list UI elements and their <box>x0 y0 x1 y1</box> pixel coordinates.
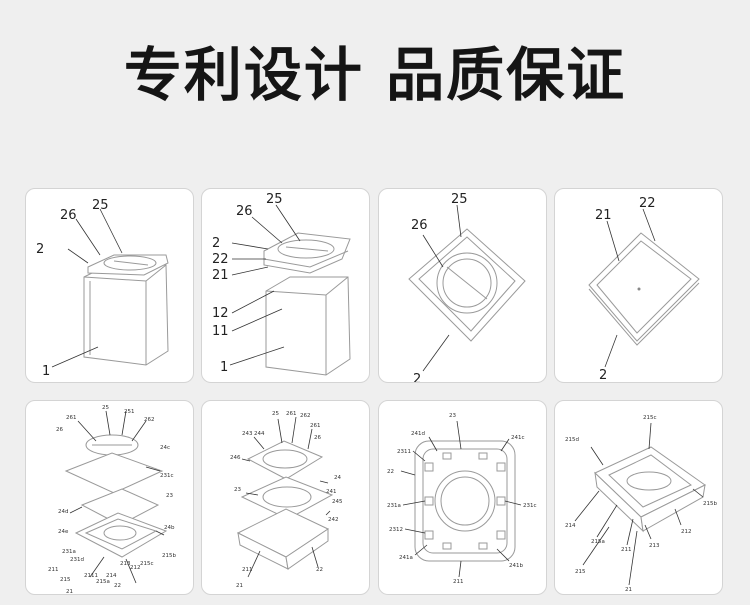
part-label: 213 <box>120 561 131 567</box>
base-perspective-drawing: 215c 215d 215b 214 215a 211 213 212 215 … <box>565 415 717 593</box>
part-label: 215b <box>162 553 176 559</box>
part-label: 244 <box>254 431 265 437</box>
bottom-plan-drawing: 23 241d 241c 2311 22 231a 231c 2312 241a… <box>387 413 537 585</box>
part-label: 261 <box>310 423 321 429</box>
part-label: 213 <box>649 543 660 549</box>
patent-drawing-card-8: 215c 215d 215b 214 215a 211 213 212 215 … <box>554 400 723 595</box>
part-label: 251 <box>124 409 135 415</box>
part-label: 231a <box>387 503 401 509</box>
part-label: 243 <box>242 431 253 437</box>
part-label: 241d <box>411 431 425 437</box>
container-drawing: 26 25 2 1 <box>36 198 169 379</box>
part-label: 262 <box>144 417 155 423</box>
part-label: 212 <box>681 529 692 535</box>
part-label: 22 <box>316 567 323 573</box>
part-label: 24e <box>58 529 69 535</box>
part-label: 246 <box>230 455 241 461</box>
part-label: 24b <box>164 525 175 531</box>
part-label: 215b <box>703 501 717 507</box>
label: 2 <box>599 368 607 383</box>
part-label: 24d <box>58 509 69 515</box>
patent-drawing-card-1: 26 25 2 1 <box>25 188 194 383</box>
part-label: 23 <box>234 487 241 493</box>
part-label: 24c <box>160 445 170 451</box>
lid-top-drawing: 26 25 2 <box>408 192 526 383</box>
page-title: 专利设计 品质保证 <box>123 41 627 109</box>
part-label: 245 <box>332 499 343 505</box>
exploded-detail-drawing: 25 261 251 26 262 24c 231c 23 24d 24e 24… <box>48 405 176 595</box>
part-label: 241c <box>511 435 525 441</box>
label: 11 <box>212 324 229 339</box>
part-label: 261 <box>66 415 77 421</box>
part-label: 242 <box>328 517 339 523</box>
patent-drawing-card-2: 26 25 2 22 21 12 11 1 <box>201 188 370 383</box>
part-label: 241 <box>326 489 337 495</box>
part-label: 215a <box>96 579 110 585</box>
part-label: 22 <box>387 469 394 475</box>
part-label: 211 <box>242 567 253 573</box>
part-label: 26 <box>56 427 63 433</box>
part-label: 231c <box>523 503 537 509</box>
part-label: 22 <box>114 583 121 589</box>
part-label: 262 <box>300 413 311 419</box>
part-label: 215d <box>565 437 579 443</box>
part-label: 25 <box>102 405 109 411</box>
label: 2 <box>36 242 44 257</box>
part-label: 21 <box>236 583 243 589</box>
label: 25 <box>92 198 109 213</box>
label: 26 <box>411 218 428 233</box>
patent-drawing-card-7: 23 241d 241c 2311 22 231a 231c 2312 241a… <box>378 400 547 595</box>
label: 26 <box>236 204 253 219</box>
part-label: 23 <box>449 413 456 419</box>
part-label: 215 <box>575 569 586 575</box>
part-label: 215c <box>643 415 657 421</box>
label: 2 <box>212 236 220 251</box>
label: 12 <box>212 306 229 321</box>
part-label: 26 <box>314 435 321 441</box>
part-label: 215c <box>140 561 154 567</box>
label: 1 <box>42 364 50 379</box>
part-label: 214 <box>565 523 576 529</box>
label: 1 <box>220 360 228 375</box>
part-label: 261 <box>286 411 297 417</box>
label: 22 <box>639 196 656 211</box>
label: 25 <box>266 192 283 207</box>
label: 25 <box>451 192 468 207</box>
label: 21 <box>595 208 612 223</box>
part-label: 21 <box>66 589 73 595</box>
part-label: 215a <box>591 539 605 545</box>
part-label: 211 <box>453 579 464 585</box>
patent-drawing-card-6: 25 261 262 243 244 261 26 246 24 23 241 … <box>201 400 370 595</box>
part-label: 2312 <box>389 527 403 533</box>
part-label: 231a <box>62 549 76 555</box>
part-label: 231c <box>160 473 174 479</box>
part-label: 241b <box>509 563 523 569</box>
part-label: 241a <box>399 555 413 561</box>
patent-drawing-card-3: 26 25 2 <box>378 188 547 383</box>
lid-underside-drawing: 21 22 2 <box>588 196 700 383</box>
label: 22 <box>212 252 229 267</box>
label: 26 <box>60 208 77 223</box>
part-label: 2311 <box>397 449 411 455</box>
part-label: 24 <box>334 475 341 481</box>
part-label: 2111 <box>84 573 98 579</box>
part-label: 215 <box>60 577 71 583</box>
part-label: 231d <box>70 557 84 563</box>
part-label: 23 <box>166 493 173 499</box>
patent-drawing-card-5: 25 261 251 26 262 24c 231c 23 24d 24e 24… <box>25 400 194 595</box>
part-label: 25 <box>272 411 279 417</box>
part-label: 211 <box>621 547 632 553</box>
part-label: 212 <box>130 565 141 571</box>
exploded-seal-drawing: 25 261 262 243 244 261 26 246 24 23 241 … <box>230 411 343 589</box>
patent-drawing-card-4: 21 22 2 <box>554 188 723 383</box>
part-label: 211 <box>48 567 59 573</box>
part-label: 21 <box>625 587 632 593</box>
label: 21 <box>212 268 229 283</box>
part-label: 214 <box>106 573 117 579</box>
exploded-lid-drawing: 26 25 2 22 21 12 11 1 <box>212 192 351 376</box>
label: 2 <box>413 372 421 383</box>
